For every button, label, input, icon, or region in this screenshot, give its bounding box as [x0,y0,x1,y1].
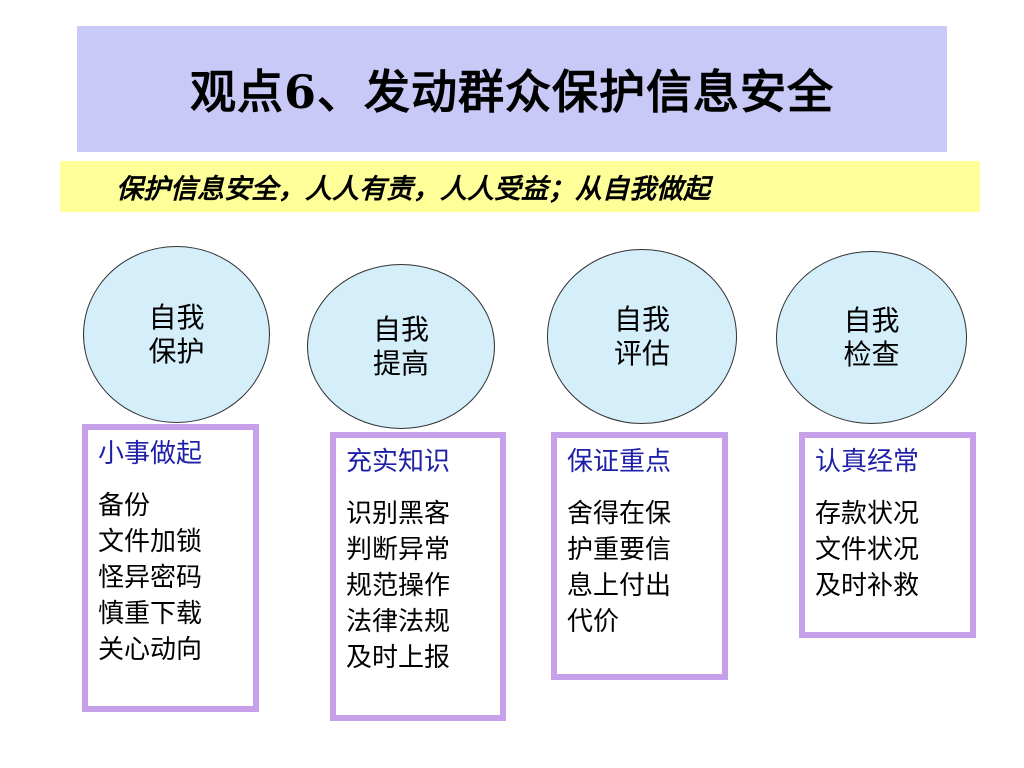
circle-self-protection: 自我 保护 [83,246,270,423]
card-heading: 认真经常 [815,447,920,477]
circle-label: 自我 检查 [843,303,900,371]
circle-label: 自我 提高 [372,312,429,380]
subtitle-banner: 保护信息安全，人人有责，人人受益；从自我做起 [60,161,980,212]
page-title: 观点6、发动群众保护信息安全 [189,65,834,119]
page-subtitle: 保护信息安全，人人有责，人人受益；从自我做起 [116,174,710,205]
card-heading: 充实知识 [346,447,451,477]
circle-self-evaluation: 自我 评估 [547,249,737,424]
circle-label: 自我 保护 [148,300,205,368]
card-items: 舍得在保 护重要信 息上付出 代价 [567,499,672,637]
card-heading: 小事做起 [98,439,203,469]
card-self-inspection: 认真经常 存款状况 文件状况 及时补救 [799,432,976,638]
title-banner: 观点6、发动群众保护信息安全 [77,26,947,152]
card-items: 备份 文件加锁 怪异密码 慎重下载 关心动向 [98,491,203,665]
circle-self-improvement: 自我 提高 [307,264,495,429]
circle-self-inspection: 自我 检查 [776,251,967,424]
card-items: 存款状况 文件状况 及时补救 [815,499,920,601]
circle-label: 自我 评估 [613,302,670,370]
card-self-evaluation: 保证重点 舍得在保 护重要信 息上付出 代价 [551,432,728,680]
card-self-improvement: 充实知识 识别黑客 判断异常 规范操作 法律法规 及时上报 [330,432,506,721]
card-self-protection: 小事做起 备份 文件加锁 怪异密码 慎重下载 关心动向 [82,424,259,712]
card-heading: 保证重点 [567,447,672,477]
card-items: 识别黑客 判断异常 规范操作 法律法规 及时上报 [346,499,451,673]
